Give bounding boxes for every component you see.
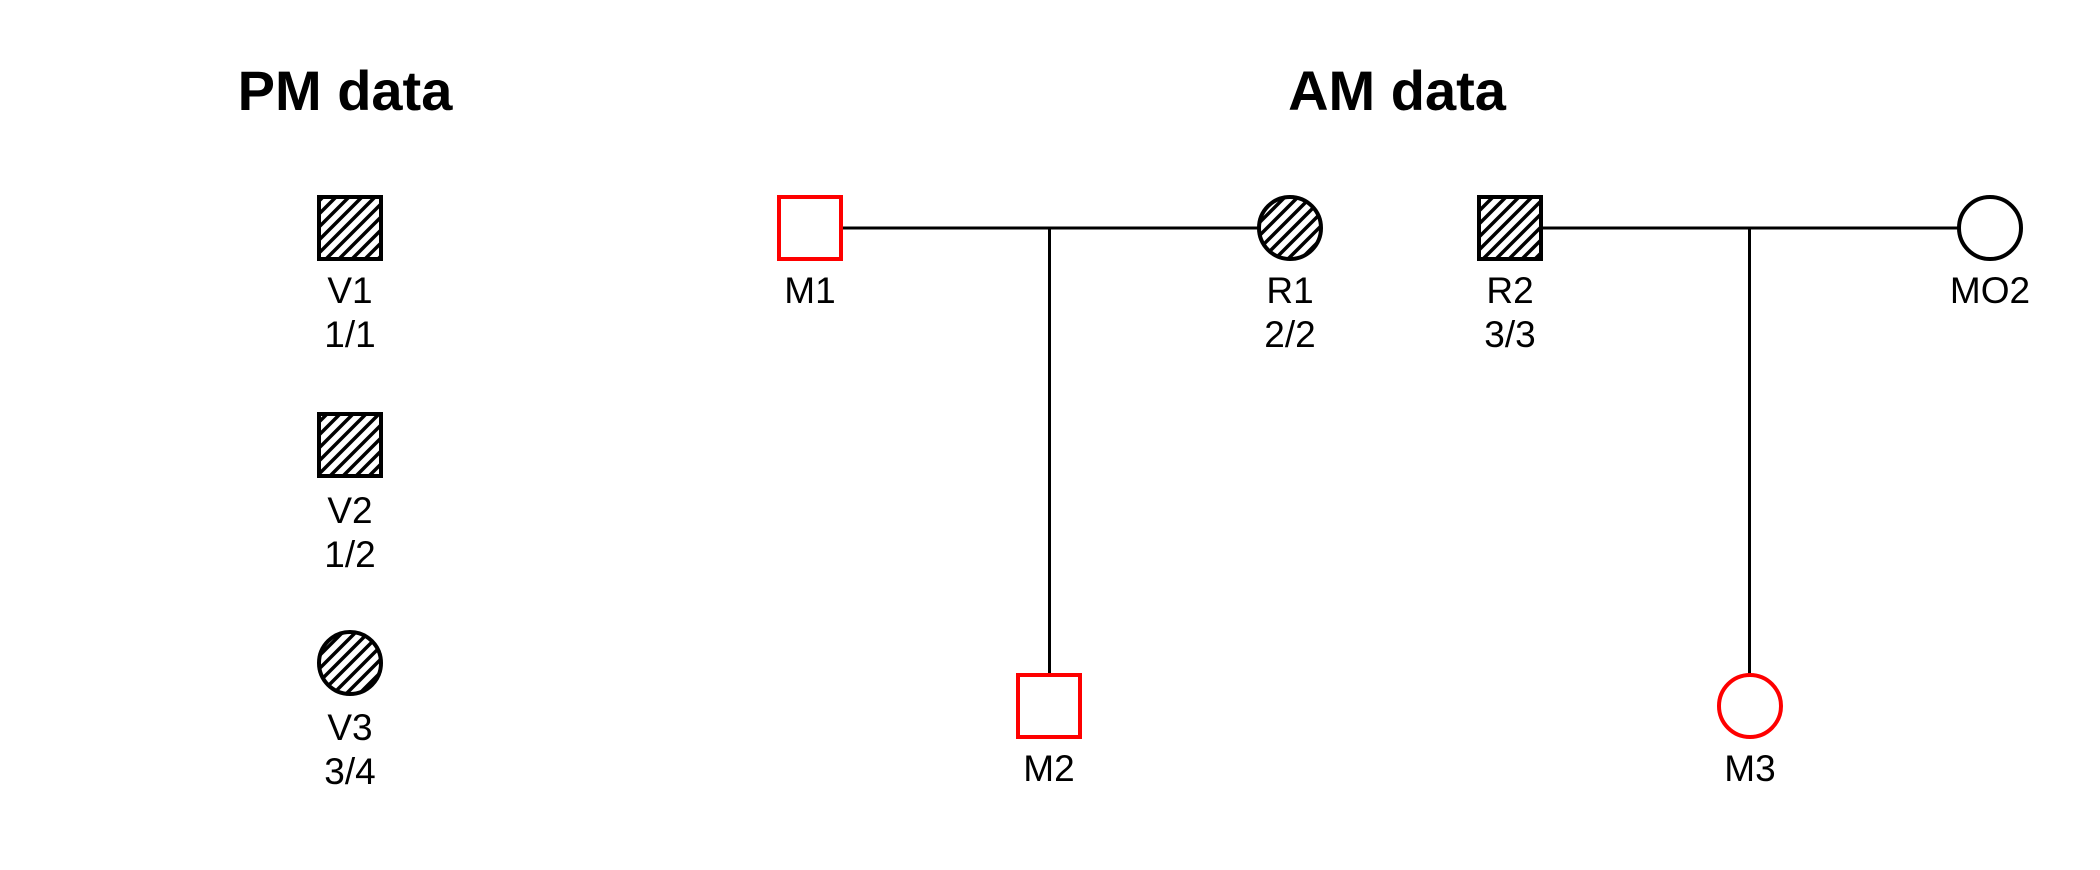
male-square-symbol-hatched bbox=[1477, 195, 1543, 261]
hatched-square-symbol bbox=[317, 195, 383, 261]
person-r1: R1 2/2 bbox=[1257, 195, 1323, 355]
female-circle-symbol bbox=[1957, 195, 2023, 261]
sample-genotype: 1/2 bbox=[324, 534, 375, 575]
sample-label: V1 bbox=[327, 270, 372, 311]
am-panel-title: AM data bbox=[1288, 59, 1507, 122]
am-panel: AM data M1 R1 2/2 M2 bbox=[777, 59, 2030, 789]
pm-sample-v3: V3 3/4 bbox=[317, 630, 383, 792]
person-m2: M2 bbox=[1016, 673, 1082, 789]
sample-genotype: 3/4 bbox=[324, 751, 375, 792]
person-label: M3 bbox=[1724, 748, 1775, 789]
sample-label: V3 bbox=[327, 707, 372, 748]
person-genotype: 2/2 bbox=[1264, 314, 1315, 355]
sample-label: V2 bbox=[327, 490, 372, 531]
person-label: MO2 bbox=[1950, 270, 2030, 311]
person-m3: M3 bbox=[1717, 673, 1783, 789]
female-circle-symbol bbox=[1717, 673, 1783, 739]
male-square-symbol bbox=[777, 195, 843, 261]
person-label: R2 bbox=[1486, 270, 1533, 311]
hatched-circle-symbol bbox=[317, 630, 383, 696]
person-r2: R2 3/3 bbox=[1477, 195, 1543, 355]
pm-sample-v2: V2 1/2 bbox=[317, 412, 383, 575]
pm-sample-v1: V1 1/1 bbox=[317, 195, 383, 355]
person-label: M2 bbox=[1023, 748, 1074, 789]
pedigree-1: M1 R1 2/2 M2 bbox=[777, 195, 1323, 789]
person-genotype: 3/3 bbox=[1484, 314, 1535, 355]
pm-panel-title: PM data bbox=[238, 59, 454, 122]
person-label: M1 bbox=[784, 270, 835, 311]
female-circle-symbol-hatched bbox=[1257, 195, 1323, 261]
pm-panel: PM data V1 1/1 V2 1/2 V3 3/4 bbox=[238, 59, 454, 792]
person-m1: M1 bbox=[777, 195, 843, 311]
person-label: R1 bbox=[1266, 270, 1313, 311]
male-square-symbol bbox=[1016, 673, 1082, 739]
pedigree-2: R2 3/3 MO2 M3 bbox=[1477, 195, 2030, 789]
person-mo2: MO2 bbox=[1950, 195, 2030, 311]
hatched-square-symbol bbox=[317, 412, 383, 478]
sample-genotype: 1/1 bbox=[324, 314, 375, 355]
